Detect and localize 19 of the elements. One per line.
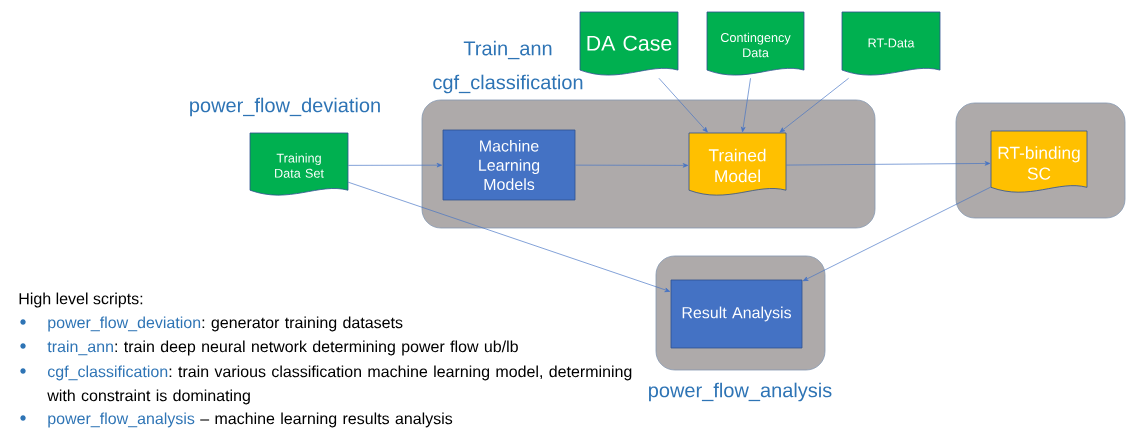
arrow [802,186,992,282]
arrow [347,162,443,168]
heading-text: High level scripts: [19,292,143,308]
bullet-item: cgf_classification: train various classification machine learning model, determining with constraint is dominating [47,365,632,405]
script-name: power_flow_analysis [649,382,832,402]
arrow [658,77,708,133]
process-box: Result Analysis [670,279,803,349]
arrow [575,163,689,168]
script-name: Train_ann [463,40,552,60]
script-name: cgf_classification [433,74,583,94]
arrow [779,77,849,133]
bullet-item: power_flow_analysis – machine learning results analysis [48,412,453,428]
arrow [785,161,991,166]
bullet-item: power_flow_deviation: generator training datasets [48,316,403,332]
arrow [741,77,751,133]
script-name: power_flow_deviation [190,97,380,117]
process-box: Machine Learning Models [442,129,576,201]
arrow [347,181,671,293]
bullet-item: train_ann: train deep neural network determining power flow ub/lb [47,340,518,356]
